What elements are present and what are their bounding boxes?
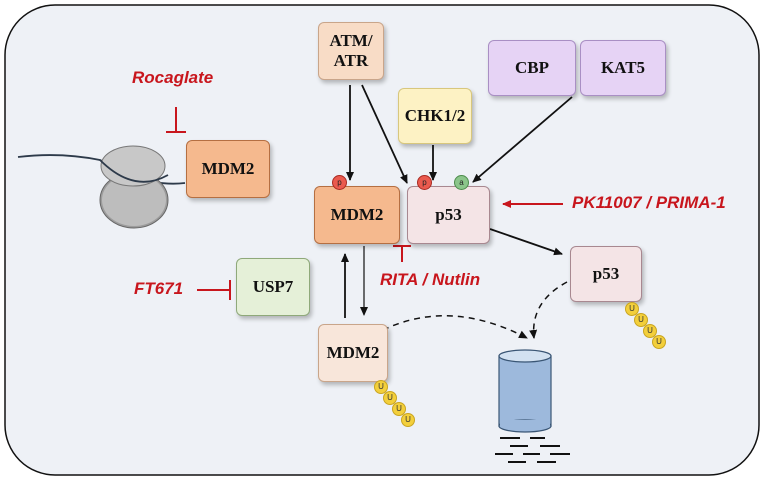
usp7-node: USP7 bbox=[236, 258, 310, 316]
pk11007-prima1-label: PK11007 / PRIMA-1 bbox=[572, 193, 726, 212]
ribosome-icon bbox=[99, 145, 169, 229]
ubiquitin-mdm2-4: U bbox=[401, 413, 415, 427]
cbp-node: CBP bbox=[488, 40, 576, 96]
ubiquitin-p53-4: U bbox=[652, 335, 666, 349]
mdm2-ubiquitinated-node: MDM2 bbox=[318, 324, 388, 382]
ubiquitin-mdm2-2: U bbox=[383, 391, 397, 405]
inhibition-bar-rita-nutlin bbox=[393, 245, 411, 262]
phospho-badge-p53: p bbox=[417, 175, 432, 190]
ubiquitin-p53-3: U bbox=[643, 324, 657, 338]
dashed-arrow-mdm2-degradation bbox=[382, 315, 528, 339]
arrow-cbp-kat5-to-p53 bbox=[472, 96, 573, 183]
mdm2-ribosome-node: MDM2 bbox=[186, 140, 270, 198]
phospho-badge-mdm2: p bbox=[332, 175, 347, 190]
mrna-strand bbox=[17, 154, 186, 185]
ubiquitin-mdm2-3: U bbox=[392, 402, 406, 416]
dashed-arrow-p53-degradation bbox=[529, 281, 568, 339]
ubiquitin-mdm2-1: U bbox=[374, 380, 388, 394]
p53-center-node: p53 bbox=[407, 186, 490, 244]
rita-nutlin-label: RITA / Nutlin bbox=[380, 270, 481, 289]
chk12-node: CHK1/2 bbox=[398, 88, 472, 144]
mdm2-center-node: MDM2 bbox=[314, 186, 400, 244]
arrow-atm-to-p53 bbox=[361, 84, 408, 184]
degraded-peptide-fragments bbox=[495, 437, 570, 463]
atm-atr-node: ATM/ ATR bbox=[318, 22, 384, 80]
acetyl-badge-p53: a bbox=[454, 175, 469, 190]
ubiquitin-p53-1: U bbox=[625, 302, 639, 316]
inhibition-bar-rocaglate bbox=[166, 107, 186, 133]
ft671-label: FT671 bbox=[134, 279, 184, 298]
kat5-node: KAT5 bbox=[580, 40, 666, 96]
proteasome-icon bbox=[498, 349, 552, 433]
ubiquitin-p53-2: U bbox=[634, 313, 648, 327]
rocaglate-label: Rocaglate bbox=[132, 68, 214, 87]
inhibition-bar-ft671 bbox=[197, 280, 231, 300]
p53-ubiquitinated-node: p53 bbox=[570, 246, 642, 302]
arrow-p53-to-p53-ub bbox=[489, 228, 563, 256]
